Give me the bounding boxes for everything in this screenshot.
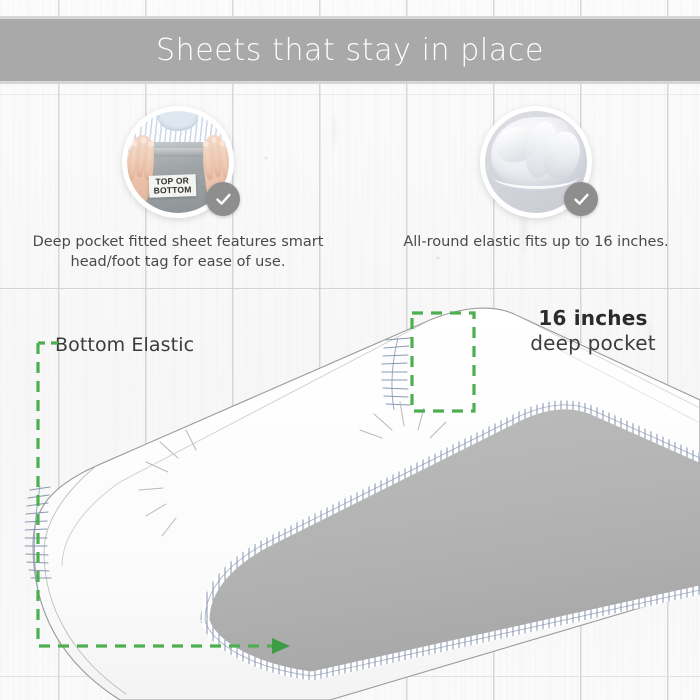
label-deep-pocket: 16 inches deep pocket [498,306,688,356]
label-bottom-elastic: Bottom Elastic [55,334,195,356]
corner-elastic-gather-top [381,337,411,411]
plank-seam-middle [0,288,700,289]
feature-photo-wrapper-left: TOP OR BOTTOM [122,106,240,218]
feature-photo-wrapper-right [480,106,598,218]
photo-sheet-elastic-hem [493,164,579,190]
tag-line-2: BOTTOM [153,184,193,197]
check-icon [573,193,589,205]
photo-inner-left: TOP OR BOTTOM [127,111,229,213]
label-deep-pocket-line2: deep pocket [530,331,656,355]
mattress-top-surface [205,404,700,676]
feature-all-round-elastic: All-round elastic fits up to 16 inches. [366,100,700,252]
check-badge-right [564,182,598,216]
check-icon [215,193,231,205]
feature-caption-left: Deep pocket fitted sheet features smart … [32,234,324,270]
label-deep-pocket-line1: 16 inches [538,306,648,330]
page-title: Sheets that stay in place [155,32,545,68]
photo-sheet-fold [143,147,213,157]
feature-row: TOP OR BOTTOM Deep pocket fitted sheet f… [0,100,700,280]
photo-shirt-collar [157,111,199,132]
feature-photo-left: TOP OR BOTTOM [122,106,234,218]
feature-caption-right: All-round elastic fits up to 16 inches. [403,234,669,250]
sheet-right-crease-1 [513,313,700,409]
check-badge-left [206,182,240,216]
sheet-right-crease-2 [559,349,700,424]
feature-head-foot-tag: TOP OR BOTTOM Deep pocket fitted sheet f… [8,100,348,272]
photo-top-or-bottom-tag: TOP OR BOTTOM [149,174,197,199]
plank-seam-top [0,94,700,95]
header-banner: Sheets that stay in place [0,16,700,84]
